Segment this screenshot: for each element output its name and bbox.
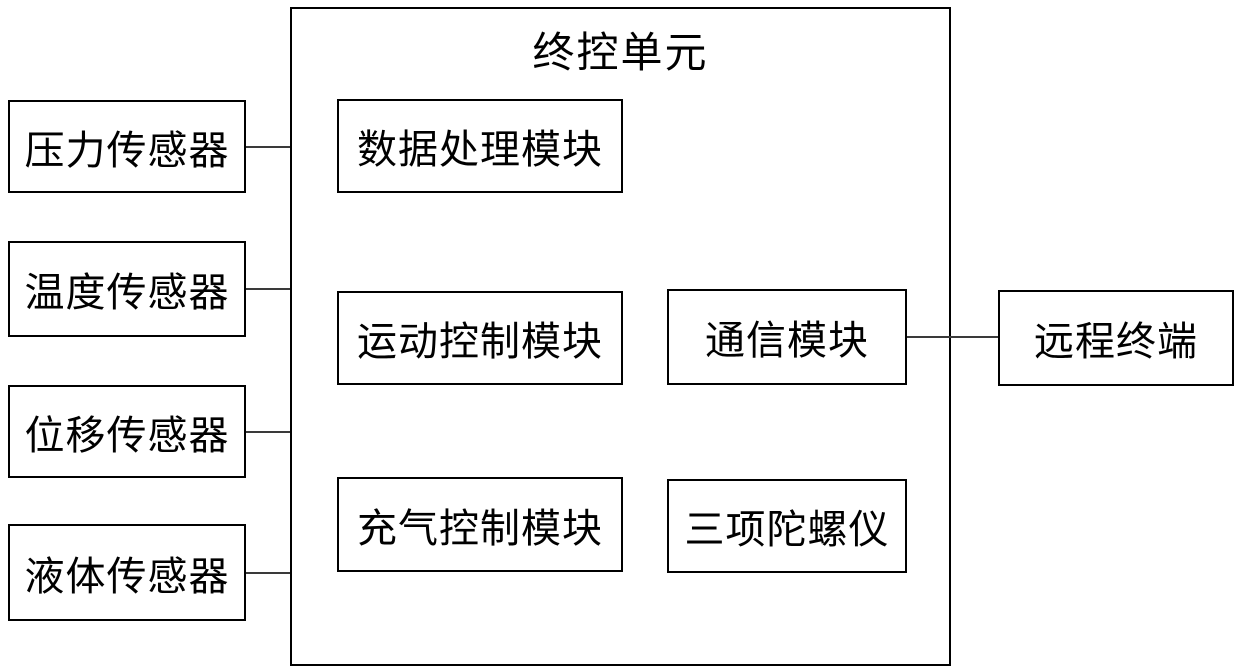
- connector-liquid-to-main: [246, 572, 290, 574]
- liquid-sensor-box: 液体传感器: [8, 524, 246, 621]
- remote-terminal-box: 远程终端: [998, 290, 1234, 386]
- connector-communication-to-remote: [907, 336, 998, 338]
- connector-temperature-to-main: [246, 288, 290, 290]
- data-processing-module-box: 数据处理模块: [337, 99, 623, 193]
- inflation-control-module-box: 充气控制模块: [337, 477, 623, 572]
- displacement-sensor-box: 位移传感器: [8, 385, 246, 478]
- pressure-sensor-box: 压力传感器: [8, 100, 246, 193]
- temperature-sensor-box: 温度传感器: [8, 241, 246, 337]
- motion-control-module-box: 运动控制模块: [337, 291, 623, 385]
- terminal-control-unit-label: 终控单元: [532, 31, 709, 77]
- communication-module-box: 通信模块: [667, 289, 907, 385]
- gyroscope-module-box: 三项陀螺仪: [667, 479, 907, 573]
- connector-displacement-to-main: [246, 431, 290, 433]
- connector-pressure-to-main: [246, 146, 290, 148]
